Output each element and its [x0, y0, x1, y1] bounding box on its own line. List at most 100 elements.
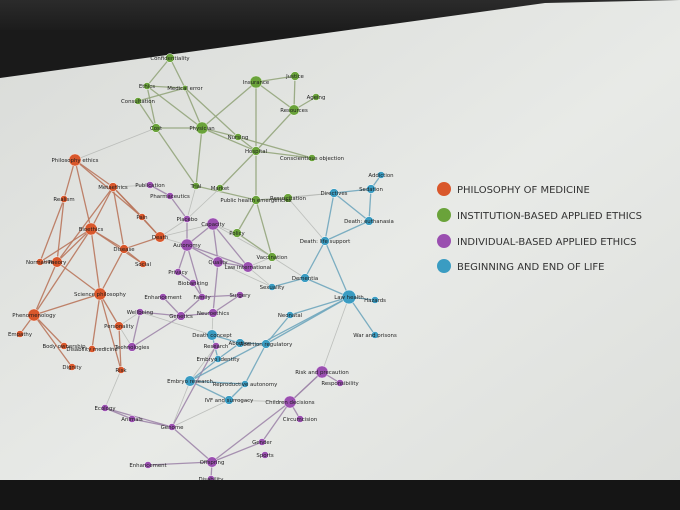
- node-realism: [60, 195, 68, 203]
- node-label-technologies: Technologies: [114, 345, 150, 351]
- node-genetics: [176, 311, 186, 321]
- edge-capacity-vaccination: [212, 223, 273, 258]
- node-label-law_intl: Law international: [225, 265, 272, 271]
- edge-theory-realism: [56, 198, 65, 263]
- node-label-ivf: IVF and surrogacy: [205, 398, 254, 404]
- node-label-disability_medicine: Disability medicine: [66, 347, 118, 353]
- node-label-physician: Physician: [189, 126, 214, 132]
- node-vaccination: [267, 252, 277, 262]
- node-trial: [192, 182, 200, 190]
- node-label-sexuality: Sexuality: [260, 285, 286, 291]
- node-label-responsibility: Responsibility: [321, 381, 359, 387]
- node-dementia: [300, 273, 310, 283]
- node-label-genome: Genome: [161, 425, 184, 431]
- node-phenomenology: [27, 308, 41, 322]
- edge-ivf-genome: [171, 399, 230, 428]
- node-label-capacity: Capacity: [201, 222, 225, 228]
- edge-death_support-dementia: [304, 240, 326, 279]
- edge-embryo_research-reproductive: [189, 380, 246, 385]
- edge-physician-trial: [195, 127, 203, 187]
- edge-market-placebo: [186, 187, 221, 220]
- edge-insurance-justice: [255, 75, 296, 83]
- node-label-children: Children decisions: [265, 400, 314, 406]
- node-label-abortion: Abortion: [229, 341, 252, 347]
- node-policy: [232, 228, 242, 238]
- node-label-nursing: Nursing: [228, 135, 249, 141]
- edge-hospital-market: [219, 150, 257, 189]
- edge-disease-death: [123, 236, 161, 250]
- edge-law_health-dementia: [304, 277, 350, 298]
- node-label-vaccination: Vaccination: [256, 255, 287, 261]
- edge-death_support-death_euthanasia: [324, 220, 370, 242]
- node-regulatory: [261, 339, 271, 349]
- node-label-risk_precaution: Risk and precaution: [295, 370, 349, 376]
- node-circumcision: [296, 415, 304, 423]
- node-label-theory: Theory: [47, 260, 68, 266]
- node-label-gender: Gender: [252, 440, 273, 446]
- edge-regulatory-reproductive: [244, 343, 267, 385]
- node-family: [198, 293, 206, 301]
- node-label-embryo_research: Embryo research: [167, 379, 213, 385]
- edge-phenomenology-dignity: [33, 314, 73, 368]
- node-sexuality: [268, 283, 276, 291]
- node-biobanking: [189, 279, 197, 287]
- edge-offspring-children: [211, 401, 291, 463]
- node-label-circumcision: Circumcision: [283, 417, 317, 423]
- edge-public_health-vaccination: [255, 199, 273, 258]
- edge-genetics-neuroethics: [180, 312, 214, 317]
- edge-wellbeing-death_concept: [139, 311, 213, 336]
- node-philosophy: [68, 153, 82, 167]
- node-capacity: [206, 217, 220, 231]
- legend-item-institution: INSTITUTION-BASED APPLIED ETHICS: [437, 208, 642, 222]
- node-label-law_health: Law health: [334, 295, 364, 301]
- node-label-sports: Sports: [256, 453, 273, 459]
- node-medical_error: [182, 85, 188, 91]
- edge-embryo_research-genome: [171, 380, 191, 428]
- edge-bioethics-theory: [56, 228, 92, 263]
- node-privacy: [174, 268, 182, 276]
- edge-science-phenomenology: [33, 293, 101, 316]
- node-law_health: [341, 289, 357, 305]
- edge-insurance-resources: [255, 81, 295, 111]
- node-ecology: [101, 404, 109, 412]
- node-label-pain: Pain: [136, 215, 147, 221]
- node-risk: [117, 366, 125, 374]
- edge-autonomy-family: [186, 244, 203, 298]
- legend-swatch-life: [437, 259, 451, 273]
- node-label-medical_error: Medical error: [167, 86, 203, 92]
- node-label-genetics: Genetics: [169, 314, 193, 320]
- node-label-realism: Realism: [53, 197, 74, 203]
- node-nursing: [234, 133, 242, 141]
- node-label-neonatal: Neonatal: [278, 313, 302, 319]
- node-label-consultation: Consultation: [121, 99, 155, 105]
- edge-resuscitation-death_support: [287, 197, 326, 242]
- node-ageing: [312, 93, 320, 101]
- edge-public_health-trial: [195, 185, 257, 201]
- node-label-ageing: Ageing: [307, 95, 326, 101]
- edge-ethics-confidentiality: [146, 57, 171, 87]
- screen-surface: [0, 0, 680, 498]
- node-disability_medicine: [88, 345, 96, 353]
- edge-disability_medicine-technologies: [91, 346, 133, 350]
- edge-public_health-policy: [236, 199, 257, 234]
- edge-metaethics-bioethics: [90, 186, 114, 230]
- edge-bioethics-science: [90, 228, 101, 295]
- node-autonomy: [180, 238, 194, 252]
- node-risk_precaution: [315, 365, 329, 379]
- node-label-autonomy: Autonomy: [173, 243, 201, 249]
- edge-public_health-directives: [255, 192, 335, 201]
- edge-ecology-genome: [104, 407, 173, 428]
- node-public_health: [251, 195, 261, 205]
- node-label-family: Family: [193, 295, 211, 301]
- edge-risk_precaution-children: [289, 371, 323, 403]
- edge-phenomenology-bioethics: [33, 228, 92, 316]
- edge-cost-consultation: [137, 100, 157, 129]
- edge-philosophy-cost: [74, 127, 157, 161]
- node-resources: [288, 104, 300, 116]
- node-sedation: [366, 184, 376, 194]
- node-label-ecology: Ecology: [94, 406, 116, 412]
- node-publication: [146, 181, 154, 189]
- edge-metaethics-disease: [112, 186, 125, 250]
- legend-item-philosophy: PHILOSOPHY OF MEDICINE: [437, 182, 590, 196]
- node-label-privacy: Privacy: [168, 270, 188, 276]
